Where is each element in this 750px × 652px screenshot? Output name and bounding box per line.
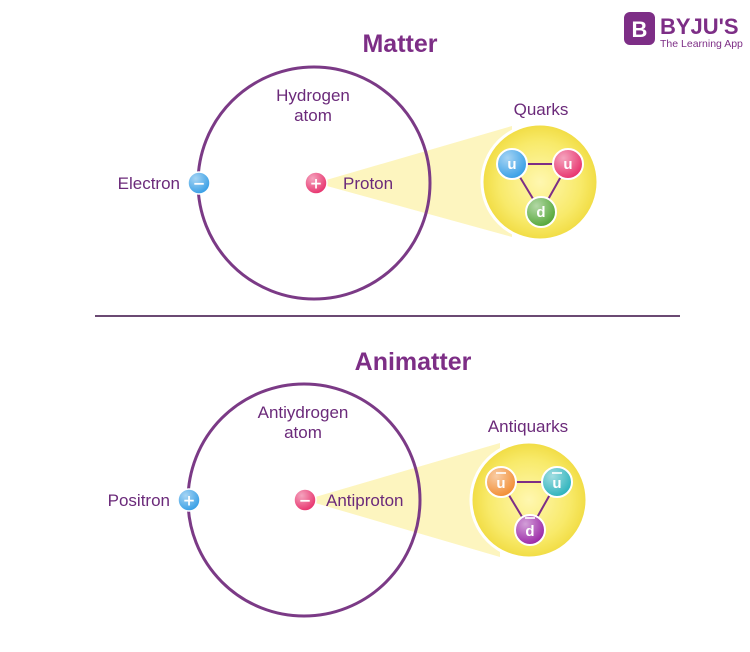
quark-up-1-letter: u bbox=[507, 156, 516, 173]
antiquark-down-letter: d bbox=[525, 523, 534, 540]
antiproton-particle: − bbox=[293, 488, 317, 512]
quark-up-2-letter: u bbox=[563, 156, 572, 173]
antiquark-up-2-letter: u bbox=[552, 475, 561, 492]
quark-up-2: u bbox=[552, 148, 584, 180]
hydrogen-atom-label-line2: atom bbox=[294, 106, 332, 125]
antiquark-down: d bbox=[514, 514, 546, 546]
proton-label: Proton bbox=[343, 174, 393, 193]
antihydrogen-atom-label-line2: atom bbox=[284, 423, 322, 442]
antimatter-title: Animatter bbox=[355, 348, 472, 376]
proton-particle: + bbox=[304, 171, 328, 195]
hydrogen-atom-label-line1: Hydrogen bbox=[276, 86, 350, 105]
antihydrogen-atom-label-line1: Antiydrogen bbox=[258, 403, 349, 422]
electron-particle: − bbox=[187, 171, 211, 195]
quarks-label: Quarks bbox=[514, 100, 569, 119]
antimatter-zoom-beam bbox=[305, 443, 500, 557]
positron-particle: + bbox=[177, 488, 201, 512]
positron-label: Positron bbox=[108, 491, 170, 510]
matter-zoom-beam bbox=[316, 126, 512, 237]
brand-name: BYJU'S bbox=[660, 14, 739, 39]
brand-logo-badge bbox=[624, 12, 655, 45]
antiquark-up-1-letter: u bbox=[496, 475, 505, 492]
antiproton-sign: − bbox=[299, 492, 312, 510]
quark-down: d bbox=[525, 196, 557, 228]
quark-down-letter: d bbox=[536, 204, 545, 221]
electron-sign: − bbox=[193, 175, 206, 193]
antiquark-up-2: u bbox=[541, 466, 573, 498]
antiquark-up-1: u bbox=[485, 466, 517, 498]
antiquarks-label: Antiquarks bbox=[488, 417, 568, 436]
antiproton-label: Antiproton bbox=[326, 491, 404, 510]
matter-title: Matter bbox=[362, 30, 437, 58]
brand-logo-letter: B bbox=[632, 17, 648, 42]
quark-up-1: u bbox=[496, 148, 528, 180]
proton-sign: + bbox=[310, 175, 323, 193]
electron-label: Electron bbox=[118, 174, 180, 193]
antimatter-section: Animatter Antiydrogen atom + Positron − … bbox=[108, 348, 589, 618]
positron-sign: + bbox=[183, 492, 196, 510]
brand-logo: B BYJU'S The Learning App bbox=[624, 12, 743, 50]
matter-section: Matter Hydrogen atom − Electron + Proton… bbox=[118, 30, 600, 301]
brand-tagline: The Learning App bbox=[660, 38, 743, 50]
